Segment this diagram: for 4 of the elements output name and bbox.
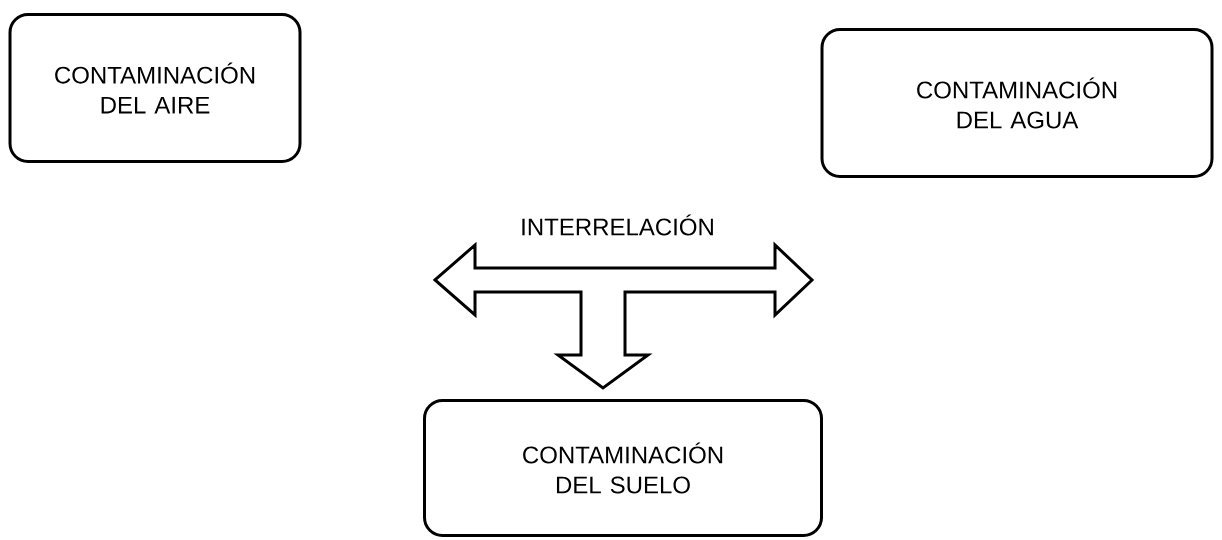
edge-label: INTERRELACIÓN — [518, 212, 717, 238]
rounded-box: CONTAMINACIÓN DEL AGUA — [820, 28, 1214, 178]
rounded-box: CONTAMINACIÓN DEL AIRE — [8, 13, 302, 163]
rounded-box: CONTAMINACIÓN DEL SUELO — [423, 399, 823, 537]
